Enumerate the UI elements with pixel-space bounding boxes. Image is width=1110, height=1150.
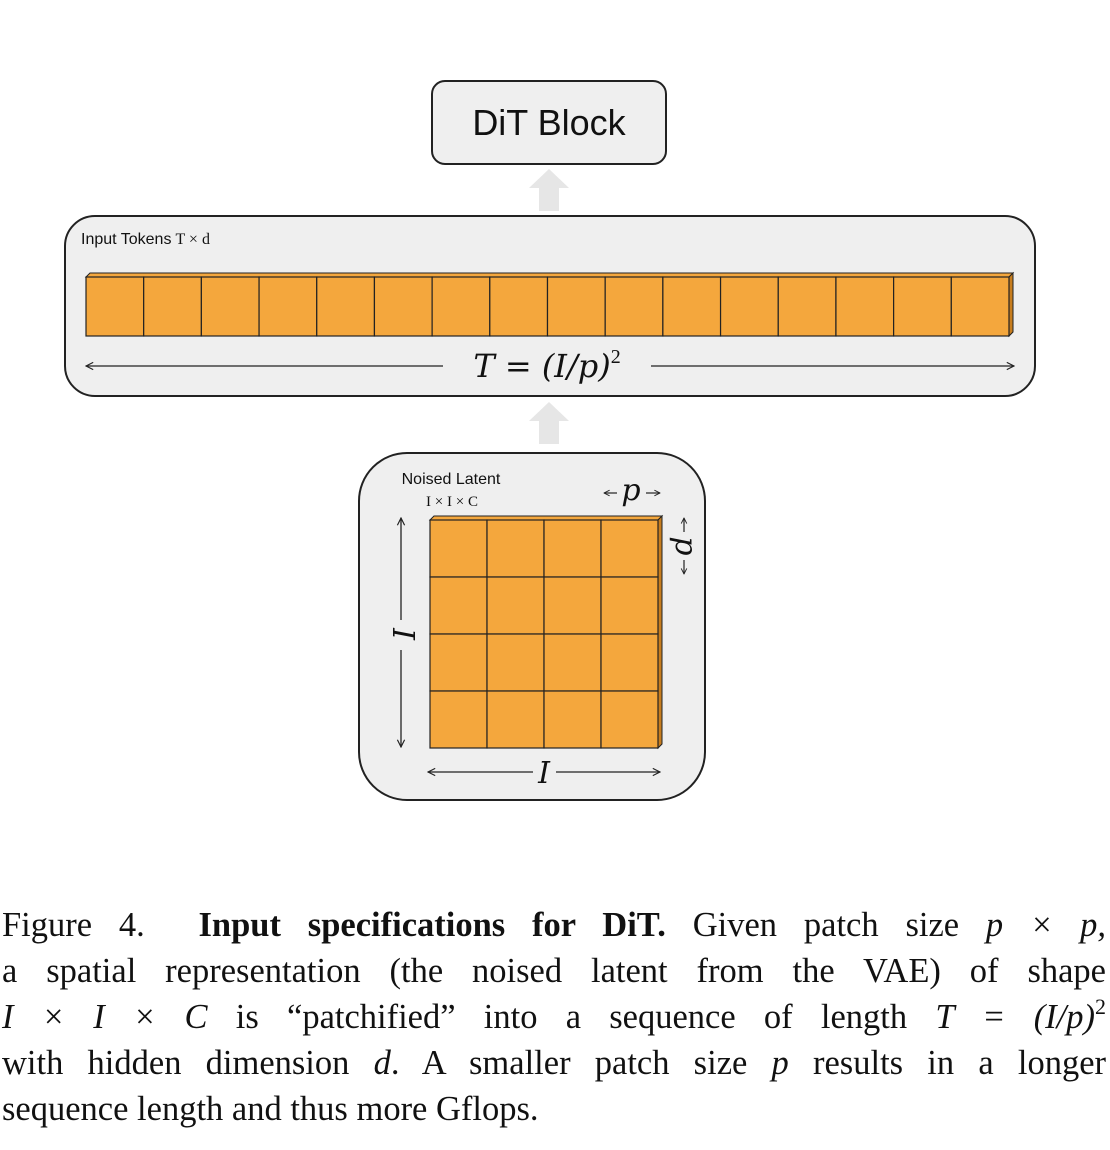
latent-patch [543,519,602,578]
caption-text: is “patchified” into a sequence of lengt… [207,998,936,1036]
token [893,276,952,337]
latent-patch [486,519,545,578]
token-length-label: T = (I/p)2 [473,346,620,385]
caption-line-1: Figure 4. Input specifications for DiT. … [2,902,1106,948]
token-row [84,271,1015,338]
caption-text: with hidden dimension [2,1044,374,1082]
caption-line-4: with hidden dimension d. A smaller patch… [2,1040,1106,1086]
token [258,276,318,337]
caption-text: . A smaller patch size [390,1044,772,1082]
caption-superscript: 2 [1095,994,1106,1019]
latent-height-label: I [385,627,420,641]
latent-patch [543,576,602,635]
flow-arrow-up-bottom [529,402,569,444]
token [143,276,202,337]
token [604,276,664,337]
caption-bold-title: Input specifications for DiT. [198,906,666,944]
dit-block-label: DiT Block [472,102,626,143]
caption-text: results in a longer [788,1044,1106,1082]
latent-patch [486,576,545,635]
token [200,276,260,337]
latent-patch [543,690,602,749]
latent-patch [429,519,488,578]
latent-patch [543,633,602,692]
dit-input-diagram: DiT Block Input Tokens T × d T = (I/p)2 … [64,80,1036,801]
latent-patch [429,633,488,692]
patch-height-label: p [668,536,703,555]
latent-patch [486,690,545,749]
noised-latent-shape: I × I × C [426,494,478,510]
token [316,276,376,337]
latent-patch [600,519,659,578]
token [719,276,779,337]
caption-math: d [373,1044,391,1082]
caption-math: T = (I/p) [935,998,1095,1036]
latent-patch [600,576,659,635]
token [373,276,433,337]
token [546,276,606,337]
token [777,276,837,337]
caption-line-2: a spatial representation (the noised lat… [2,952,1106,990]
token-row-top-face [84,272,1015,278]
caption-line-3: I × I × C is “patchified” into a sequenc… [2,994,1106,1040]
input-tokens-panel: Input Tokens T × d T = (I/p)2 [64,215,1036,397]
latent-patch [429,576,488,635]
latent-grid [428,514,664,750]
latent-width-label: I [537,756,551,791]
caption-text: Given patch size [692,906,986,944]
token [662,276,722,337]
token [431,276,491,337]
figure-label: Figure 4. [2,906,145,944]
token [489,276,549,337]
latent-patch [600,690,659,749]
caption-math: I × I × C [2,998,208,1036]
figure-caption: Figure 4. Input specifications for DiT. … [2,902,1106,1132]
flow-arrow-up-top [529,169,569,211]
latent-patch [429,690,488,749]
noised-latent-panel: Noised Latent I × I × C p p I I [358,452,706,801]
token [85,276,145,337]
caption-line-5: sequence length and thus more Gflops. [2,1090,539,1128]
latent-patch [486,633,545,692]
input-tokens-title: Input Tokens T × d [81,231,210,248]
caption-math: p [771,1044,789,1082]
noised-latent-title: Noised Latent [402,471,501,488]
caption-math: p × p, [985,906,1107,944]
latent-patch [600,633,659,692]
patch-width-label: p [621,473,640,508]
token [835,276,895,337]
dit-block: DiT Block [431,80,667,165]
token [950,276,1010,337]
